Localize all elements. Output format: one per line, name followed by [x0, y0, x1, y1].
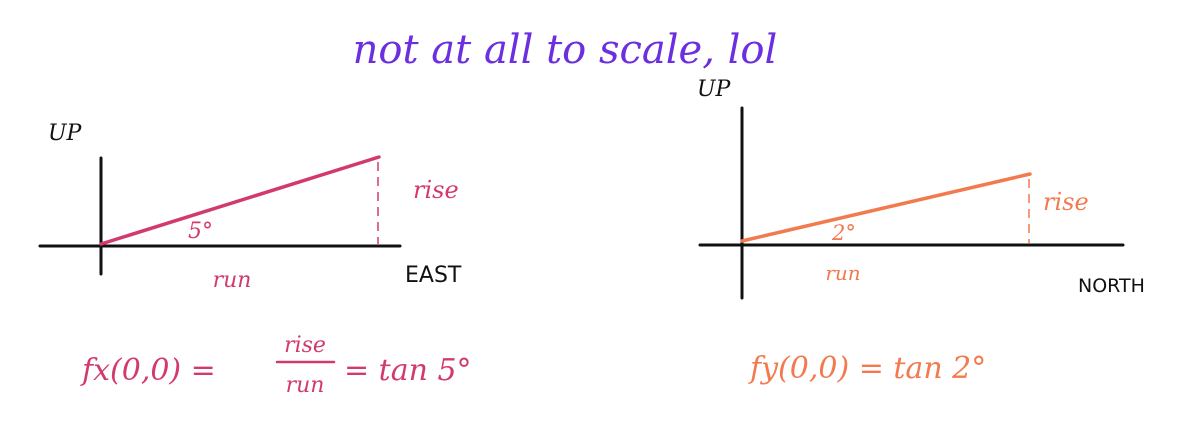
left-formula: fx(0,0) = rise run = tan 5° — [80, 333, 472, 398]
right-formula: fy(0,0) = tan 2° — [748, 351, 986, 386]
right-slope-line — [740, 172, 1032, 243]
left-formula-rhs: = tan 5° — [344, 353, 472, 388]
left-formula-denominator: run — [286, 373, 325, 398]
left-formula-lhs: fx(0,0) = — [80, 353, 216, 388]
right-angle-label: 2° — [831, 221, 856, 245]
left-y-axis-label: UP — [48, 121, 83, 146]
right-diagram: UP NORTH 2° rise run — [697, 77, 1145, 300]
left-run-label: run — [213, 268, 252, 293]
right-y-axis-label: UP — [697, 77, 732, 102]
right-x-axis-label: NORTH — [1078, 275, 1145, 297]
left-angle-label: 5° — [188, 219, 213, 244]
left-diagram: UP EAST 5° rise run — [38, 121, 462, 293]
left-rise-label: rise — [413, 176, 459, 204]
right-rise-label: rise — [1043, 188, 1089, 216]
left-slope-line — [99, 155, 381, 246]
right-run-label: run — [825, 261, 860, 285]
left-formula-numerator: rise — [284, 333, 326, 358]
left-x-axis-label: EAST — [405, 263, 462, 288]
title-text: not at all to scale, lol — [353, 27, 778, 73]
